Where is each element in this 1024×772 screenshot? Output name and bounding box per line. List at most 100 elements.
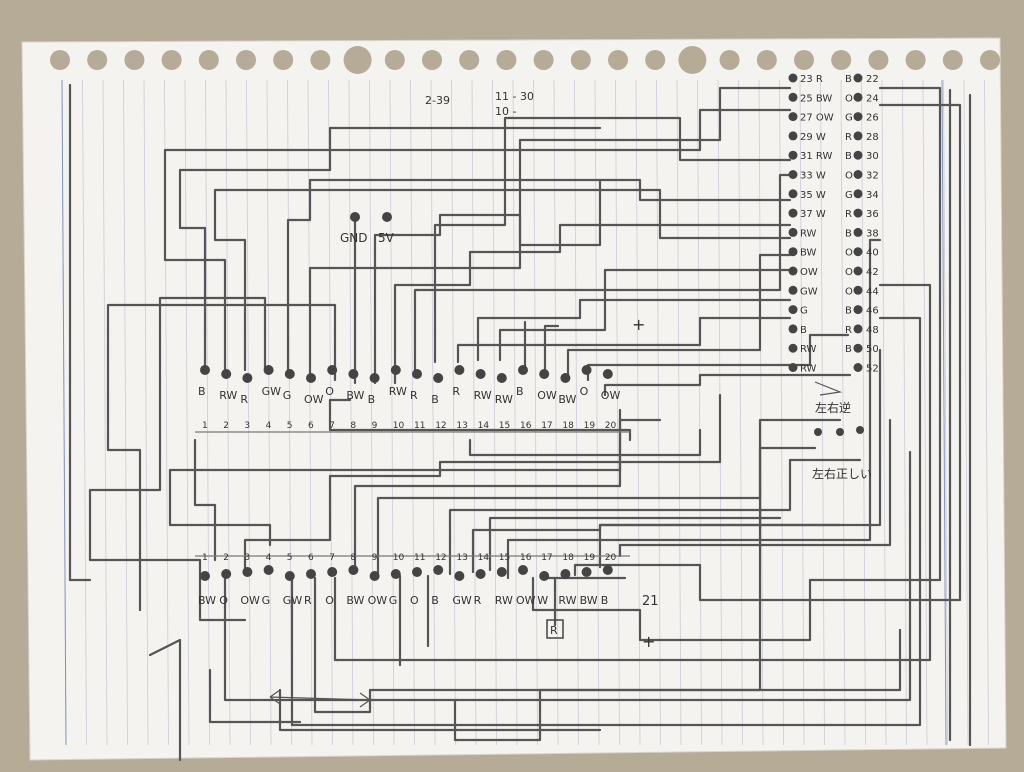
bottom-pin-dot (412, 567, 422, 577)
top-pin-number: 14 (478, 421, 490, 431)
bottom-pin-dot (602, 565, 613, 575)
right-header-even-label: 30 (866, 151, 879, 162)
top-pin-number: 1 (202, 421, 208, 431)
header-note-2: 11 - 30 (495, 90, 534, 103)
right-header-even-pin (853, 343, 863, 353)
right-header-even-label: 26 (866, 113, 879, 124)
right-header-color-label: B (845, 74, 852, 85)
bottom-pin-color-label: RW (495, 594, 513, 607)
right-header-color-label: B (845, 151, 852, 162)
right-header-even-label: 48 (866, 325, 879, 336)
right-header-odd-pin (788, 266, 798, 276)
right-header-odd-pin (788, 363, 798, 372)
right-header-even-pin (853, 208, 863, 218)
top-pin-color-label: GW (262, 385, 282, 398)
top-pin-color-label: OW (304, 393, 324, 406)
top-pin-color-label: B (368, 393, 376, 406)
right-header-even-label: 46 (866, 306, 879, 317)
top-pin-dot (369, 373, 380, 383)
bottom-pin-number: 18 (562, 553, 574, 563)
three-pin-block (814, 426, 864, 436)
bottom-pin-number: 10 (393, 553, 405, 563)
right-header-odd-pin (788, 305, 798, 315)
right-header-odd-pin (788, 112, 798, 122)
top-pin-number: 5 (287, 421, 293, 431)
right-header-even-label: 42 (866, 267, 879, 278)
top-pin-color-label: O (325, 385, 334, 398)
top-connector: B1RW2R3GW4G5OW6O7BW8B9RW10R11B12R13RW14R… (198, 365, 620, 431)
right-header-even-label: 38 (866, 228, 879, 239)
gnd-pin-dot (350, 212, 360, 222)
right-header-odd-label: RW (800, 364, 817, 375)
right-header-odd-pin (788, 247, 798, 257)
right-header-even-label: 50 (866, 344, 879, 355)
top-pin-number: 18 (562, 421, 574, 431)
bottom-pin-number: 2 (223, 553, 229, 563)
bottom-pin-dot (539, 571, 550, 581)
bottom-connector: 1BW2O3OW4G5GW6R7O8BW9OW10G11O12B13GW14R1… (198, 553, 617, 607)
right-header-odd-pin (788, 227, 798, 237)
bottom-pin-color-label: O (219, 594, 228, 607)
bottom-pin-dot (284, 571, 295, 581)
right-header-odd-pin (788, 285, 798, 295)
right-header-odd-label: 25 BW (800, 93, 832, 104)
top-pin-number: 19 (584, 421, 596, 431)
right-header-odd-label: 35 W (800, 190, 826, 201)
right-header-color-label: B (845, 344, 852, 355)
bottom-pin-number: 19 (584, 553, 596, 563)
bottom-pin-number: 15 (499, 553, 510, 563)
right-header-even-pin (853, 131, 863, 141)
right-header-even-pin (853, 92, 863, 102)
right-header-even-label: 24 (866, 93, 879, 104)
top-pin-number: 16 (520, 421, 532, 431)
right-header-even-label: 28 (866, 132, 879, 143)
right-header-color-label: O (845, 267, 853, 278)
right-header-color-label: B (845, 228, 852, 239)
top-pin-color-label: R (240, 393, 248, 406)
bottom-pin-number: 14 (478, 553, 490, 563)
bottom-pin-dot (242, 567, 253, 577)
top-pin-dot (602, 369, 613, 379)
right-header-even-pin (853, 112, 863, 122)
top-pin-dot (327, 365, 338, 375)
right-header-odd-label: B (800, 325, 807, 336)
top-pin-dot (348, 369, 359, 379)
top-pin-dot (560, 373, 571, 383)
right-header-even-label: 34 (866, 190, 879, 201)
right-header-even-label: 22 (866, 74, 879, 85)
right-header-even-label: 52 (866, 364, 879, 375)
top-pin-dot (242, 373, 253, 383)
bottom-pin-number: 11 (414, 553, 425, 563)
right-header-odd-label: 27 OW (800, 113, 834, 124)
top-pin-color-label: O (580, 385, 589, 398)
wire-traces (68, 83, 972, 762)
bottom-pin-color-label: W (537, 594, 548, 607)
plus-mark: + (632, 315, 645, 334)
right-header-even-pin (853, 227, 863, 237)
bottom-pin-dot (200, 571, 210, 581)
bottom-pin-number: 3 (244, 553, 250, 563)
top-pin-color-label: RW (474, 389, 492, 402)
resistor-body (546, 619, 564, 639)
top-pin-color-label: B (198, 385, 206, 398)
top-pin-color-label: RW (219, 389, 237, 402)
right-header-even-label: 32 (866, 171, 879, 182)
right-header-even-label: 36 (866, 209, 879, 220)
bottom-pin-dot (221, 569, 232, 579)
bracket-arrow-icon (814, 381, 843, 396)
right-header-color-label: O (845, 93, 853, 104)
bottom-pin-color-label: RW (558, 594, 576, 607)
right-header-odd-label: 31 RW (800, 151, 832, 162)
top-pin-dot (200, 365, 210, 375)
bottom-pin-number: 8 (350, 553, 356, 563)
right-header-odd-label: 23 R (800, 74, 823, 85)
right-header-color-label: O (845, 286, 853, 297)
top-pin-color-label: OW (537, 389, 557, 402)
right-header-odd-pin (788, 324, 798, 334)
right-header-color-label: R (845, 325, 852, 336)
bottom-pin-number: 6 (308, 553, 314, 563)
bottom-pin-number: 12 (435, 553, 446, 563)
right-header-color-label: G (845, 190, 853, 201)
